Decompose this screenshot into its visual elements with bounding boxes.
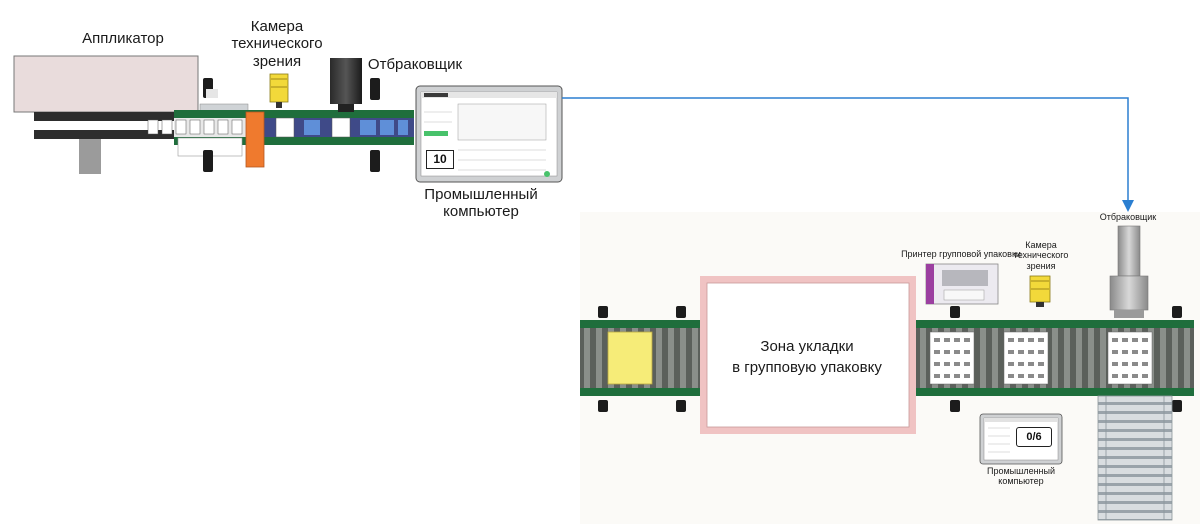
top-hmi-counter: 10 xyxy=(426,150,454,169)
bottom-right-conveyor xyxy=(916,306,1194,412)
applicator-unit xyxy=(13,55,249,174)
reject-chute xyxy=(1097,395,1173,521)
label-bottom-rejector: Отбраковщик xyxy=(1099,212,1157,222)
group-packing-zone-label: Зона укладки в групповую упаковку xyxy=(732,338,882,376)
bottom-left-conveyor xyxy=(580,306,700,412)
bottom-hmi-counter: 0/6 xyxy=(1016,427,1052,447)
label-top-rejector: Отбраковщик xyxy=(367,56,463,73)
top-rejector xyxy=(330,58,362,112)
connector-arrow xyxy=(562,97,1134,212)
group-packing-zone xyxy=(700,276,916,434)
group-printer xyxy=(925,263,999,305)
label-top-camera: Камера технического зрения xyxy=(231,18,323,70)
label-bottom-computer: Промышленный компьютер xyxy=(986,466,1056,487)
orange-labeling-unit xyxy=(245,111,265,168)
label-group-printer: Принтер групповой упаковки xyxy=(901,249,1021,259)
label-top-computer: Промышленный компьютер xyxy=(424,186,538,221)
top-conveyor xyxy=(147,110,414,157)
label-bottom-camera: Камера технического зрения xyxy=(1013,240,1069,271)
top-camera xyxy=(269,73,289,108)
label-applicator: Аппликатор xyxy=(82,30,164,47)
bottom-rejector xyxy=(1109,225,1149,318)
bottom-camera xyxy=(1029,275,1051,307)
top-conveyor-rollers xyxy=(203,78,380,172)
